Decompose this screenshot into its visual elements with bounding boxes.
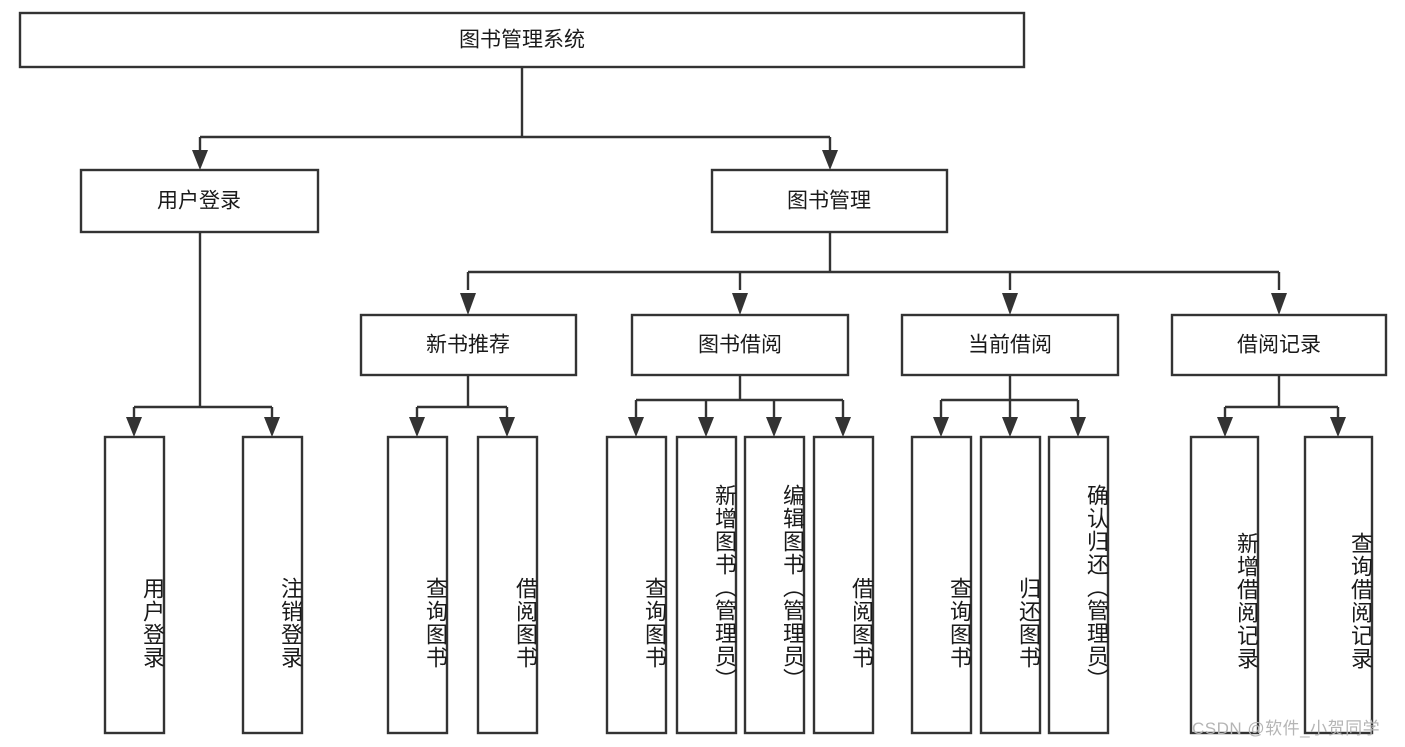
arrow-root-to-book-mgmt (822, 150, 838, 170)
arrow-newbook-to-query (409, 417, 425, 437)
connector-newbook-bus (415, 375, 509, 422)
connector-root-bus (198, 67, 832, 155)
node-leaf-confirm-return-admin[interactable] (1047, 435, 1110, 735)
csdn-watermark: CSDN @软件_小贺同学 (1192, 719, 1381, 738)
node-leaf-borrow-book-recommend[interactable] (476, 435, 539, 735)
connector-borrowrecord-bus (1223, 375, 1340, 422)
arrow-bookmgmt-to-newbook (460, 293, 476, 315)
arrow-bookmgmt-to-borrow (732, 293, 748, 315)
node-book-management[interactable] (710, 168, 949, 234)
connector-userlogin-bus (132, 232, 274, 422)
connector-bookmgmt-bus (466, 232, 1281, 290)
arrow-bookmgmt-to-current (1002, 293, 1018, 315)
arrow-borrowrecord-to-query (1330, 417, 1346, 437)
connector-currentborrow-bus (939, 375, 1080, 422)
arrow-bookborrow-to-query (628, 417, 644, 437)
connector-layer (126, 67, 1346, 437)
node-book-borrow-label: 图书借阅 (698, 334, 782, 357)
arrow-bookborrow-to-borrow (835, 417, 851, 437)
arrow-borrowrecord-to-add (1217, 417, 1233, 437)
node-book-management-label: 图书管理 (787, 190, 871, 213)
node-new-book-recommend[interactable] (359, 313, 578, 377)
node-user-login[interactable] (79, 168, 320, 234)
node-leaf-query-borrow-record[interactable] (1303, 435, 1374, 735)
arrow-bookborrow-to-add (698, 417, 714, 437)
arrow-newbook-to-borrow (499, 417, 515, 437)
node-leaf-return-book[interactable] (979, 435, 1042, 735)
arrow-bookmgmt-to-record (1271, 293, 1287, 315)
node-book-borrow[interactable] (630, 313, 850, 377)
node-current-borrow-label: 当前借阅 (968, 334, 1052, 357)
connector-bookborrow-bus (634, 375, 845, 422)
node-layer: 图书管理系统 用户登录 图书管理 新书推荐 图书借阅 当前借阅 借阅记录 (18, 11, 1388, 735)
node-leaf-edit-book-admin[interactable] (743, 435, 806, 735)
node-leaf-borrow-book[interactable] (812, 435, 875, 735)
node-leaf-query-book-recommend[interactable] (386, 435, 449, 735)
node-leaf-add-borrow-record[interactable] (1189, 435, 1260, 735)
arrow-root-to-user-login (192, 150, 208, 170)
arrow-userlogin-to-login (126, 417, 142, 437)
arrow-userlogin-to-logout (264, 417, 280, 437)
node-leaf-user-login[interactable] (103, 435, 166, 735)
node-leaf-query-book-current[interactable] (910, 435, 973, 735)
node-leaf-add-book-admin[interactable] (675, 435, 738, 735)
node-new-book-recommend-label: 新书推荐 (426, 334, 510, 357)
arrow-bookborrow-to-edit (766, 417, 782, 437)
node-current-borrow[interactable] (900, 313, 1120, 377)
node-borrow-record-label: 借阅记录 (1237, 334, 1321, 357)
node-leaf-logout[interactable] (241, 435, 304, 735)
node-leaf-query-book-borrow[interactable] (605, 435, 668, 735)
arrow-currentborrow-to-return (1002, 417, 1018, 437)
node-user-login-label: 用户登录 (157, 190, 241, 213)
node-borrow-record[interactable] (1170, 313, 1388, 377)
node-root-book-management-system[interactable] (18, 11, 1026, 69)
node-root-label: 图书管理系统 (459, 29, 585, 52)
arrow-currentborrow-to-query (933, 417, 949, 437)
arrow-currentborrow-to-confirm (1070, 417, 1086, 437)
